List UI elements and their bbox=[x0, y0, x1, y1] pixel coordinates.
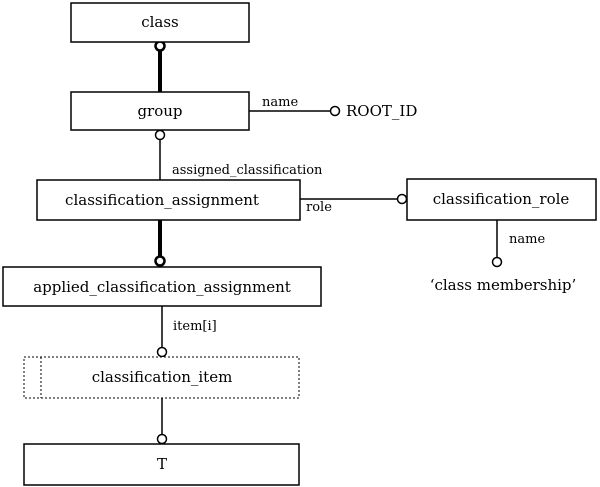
t-end-circle bbox=[156, 433, 168, 445]
entity-classification-item[interactable]: classification_item bbox=[23, 356, 300, 399]
connectors bbox=[154, 40, 503, 445]
entity-t[interactable]: T bbox=[23, 443, 300, 486]
item-label: item[i] bbox=[173, 319, 217, 334]
entity-class-label: class bbox=[141, 13, 179, 31]
entity-group[interactable]: group bbox=[70, 91, 250, 131]
entity-classification-role[interactable]: classification_role bbox=[406, 178, 597, 221]
role-end-circle bbox=[396, 193, 408, 205]
role-name-end-circle bbox=[491, 256, 503, 268]
role-label: role bbox=[306, 200, 332, 215]
entity-classification-item-label: classification_item bbox=[92, 368, 233, 386]
root-id-value: ROOT_ID bbox=[346, 102, 417, 120]
assigned-classification-label: assigned_classification bbox=[172, 163, 323, 178]
group-name-label: name bbox=[262, 95, 298, 110]
class-membership-value: ‘class membership’ bbox=[430, 276, 577, 294]
entity-applied-classification-assignment[interactable]: applied_classification_assignment bbox=[2, 266, 322, 307]
entity-t-label: T bbox=[157, 455, 167, 473]
role-name-label: name bbox=[509, 232, 545, 247]
assigned-classification-end-circle bbox=[154, 129, 166, 141]
item-end-circle bbox=[156, 346, 168, 358]
entity-applied-classification-assignment-label: applied_classification_assignment bbox=[33, 278, 291, 296]
entity-classification-assignment[interactable]: classification_assignment bbox=[36, 179, 301, 221]
entity-group-label: group bbox=[137, 102, 182, 120]
entity-class[interactable]: class bbox=[70, 2, 250, 43]
assignment-applied-end-circle bbox=[154, 255, 166, 267]
class-group-end-circle bbox=[154, 40, 166, 52]
group-name-end-circle bbox=[329, 105, 341, 117]
entity-classification-role-label: classification_role bbox=[433, 190, 570, 208]
entity-classification-assignment-label: classification_assignment bbox=[65, 191, 259, 209]
